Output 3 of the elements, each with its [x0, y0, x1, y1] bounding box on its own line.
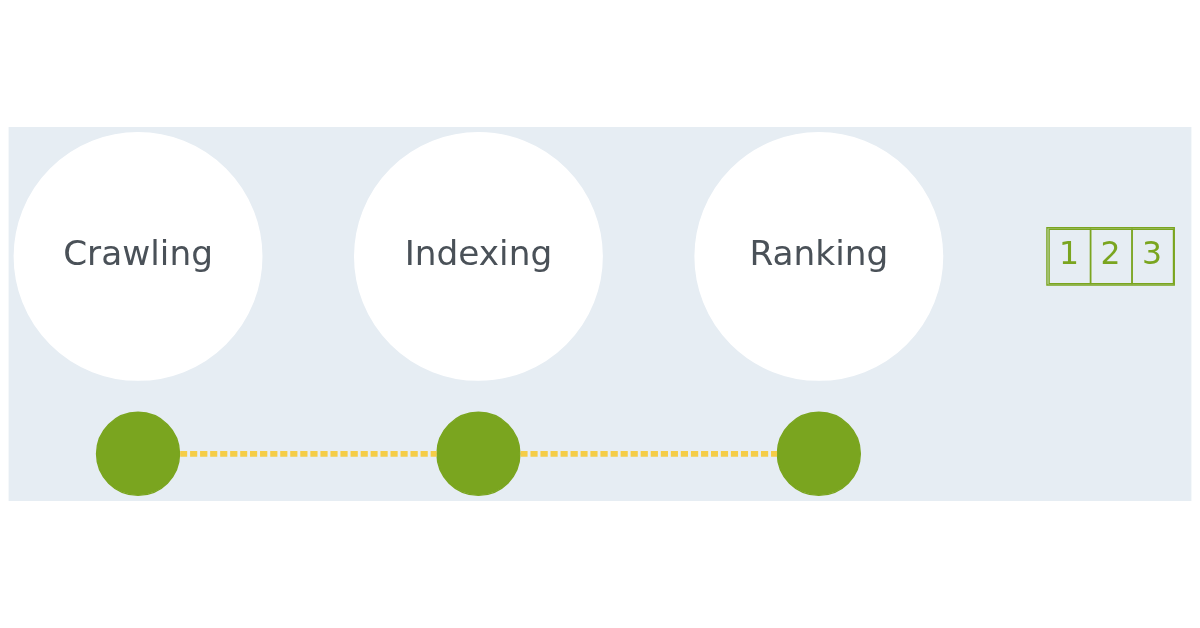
- label: 1: [1059, 235, 1080, 272]
- label: 2: [1100, 235, 1121, 272]
- label: 3: [1142, 235, 1163, 272]
